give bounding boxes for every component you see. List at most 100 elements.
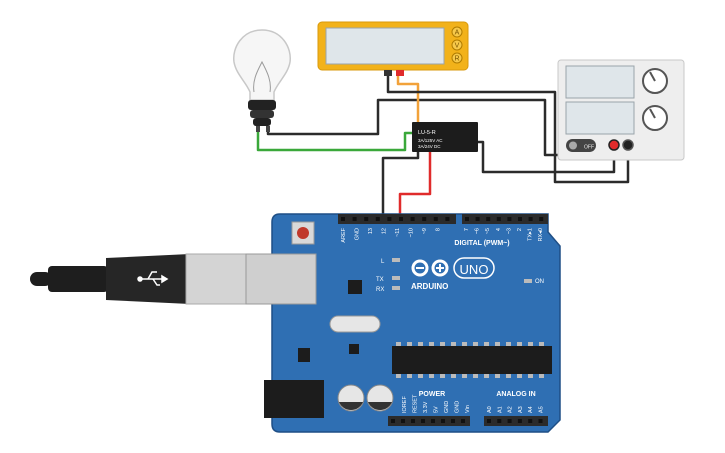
chip-pin [539, 374, 544, 378]
led-on [524, 279, 532, 283]
digital-label: DIGITAL (PWM~) [454, 240, 509, 247]
chip-pin [407, 342, 412, 346]
header-hole[interactable] [496, 217, 501, 221]
pin-label: GND [444, 401, 450, 413]
relay-rating-dc: 3A/24V DC [418, 144, 441, 149]
chip-pin [396, 342, 401, 346]
digital-header-left[interactable] [338, 214, 456, 224]
pin-label: Vin [465, 405, 471, 413]
chip-pin [418, 374, 423, 378]
chip-pin [396, 374, 401, 378]
header-hole[interactable] [433, 217, 438, 221]
dc-jack[interactable] [264, 380, 324, 418]
chip-pin [440, 374, 445, 378]
header-hole[interactable] [387, 217, 392, 221]
header-hole[interactable] [401, 419, 405, 423]
light-bulb-icon[interactable] [233, 29, 291, 132]
header-hole[interactable] [528, 217, 533, 221]
chip-pins [396, 342, 544, 378]
pin-label: GND [355, 228, 361, 240]
header-hole[interactable] [486, 217, 491, 221]
header-hole[interactable] [465, 217, 469, 221]
header-hole[interactable] [421, 419, 425, 423]
power-supply[interactable]: OFF [557, 59, 685, 161]
header-hole[interactable] [539, 217, 544, 221]
pin-label: GND [455, 401, 461, 413]
wire-meter-orange[interactable] [396, 70, 420, 124]
multimeter-button-v[interactable] [451, 39, 463, 51]
arduino-brand: ARDUINO [411, 282, 448, 291]
header-hole[interactable] [399, 217, 403, 221]
header-hole[interactable] [475, 217, 480, 221]
pin-label: IOREF [402, 396, 408, 413]
analog-label: ANALOG IN [496, 391, 535, 398]
chip-pin [451, 342, 456, 346]
terminal-positive[interactable] [608, 139, 620, 151]
pin-label: 12 [382, 228, 388, 234]
header-hole[interactable] [517, 419, 522, 423]
wire-relay-pin13[interactable] [398, 150, 432, 224]
wire-supply-red[interactable] [476, 140, 616, 174]
chip-pin [484, 342, 489, 346]
header-hole[interactable] [507, 217, 512, 221]
header-hole[interactable] [528, 419, 533, 423]
header-hole[interactable] [445, 217, 450, 221]
wire-meter-black[interactable] [386, 70, 630, 184]
header-hole[interactable] [441, 419, 445, 423]
relay-rating-ac: 3A/125V AC [418, 138, 443, 143]
analog-header[interactable] [484, 416, 548, 426]
pin-label: TX▸1 [528, 228, 534, 241]
usb-socket[interactable] [245, 253, 317, 305]
pin-label: A5 [539, 406, 545, 413]
led-l [392, 258, 400, 262]
wire-relay-gnd[interactable] [381, 148, 420, 224]
relay-model: LU-5-R [418, 130, 436, 136]
header-hole[interactable] [431, 419, 435, 423]
power-label: POWER [419, 391, 445, 398]
terminal-negative[interactable] [622, 139, 634, 151]
header-hole[interactable] [487, 419, 491, 423]
pin-label: 7 [464, 228, 470, 231]
header-hole[interactable] [375, 217, 380, 221]
header-hole[interactable] [422, 217, 427, 221]
header-hole[interactable] [352, 217, 357, 221]
pin-label: A1 [497, 406, 503, 413]
relay[interactable]: LU-5-R 3A/125V AC 3A/24V DC [412, 122, 478, 152]
header-hole[interactable] [461, 419, 465, 423]
multimeter-button-r[interactable] [451, 52, 463, 64]
chip-pin [473, 374, 478, 378]
header-hole[interactable] [507, 419, 512, 423]
header-hole[interactable] [411, 419, 415, 423]
multimeter[interactable]: AVR [317, 21, 469, 76]
multimeter-button-a[interactable] [451, 26, 463, 38]
header-hole[interactable] [410, 217, 415, 221]
chip-pin [473, 342, 478, 346]
multimeter-button-label: V [455, 43, 460, 50]
chip-pin [462, 342, 467, 346]
led-tx [392, 276, 400, 280]
header-hole[interactable] [391, 419, 395, 423]
digital-header-right[interactable] [462, 214, 548, 224]
header-hole[interactable] [538, 419, 543, 423]
pin-label: A2 [508, 406, 514, 413]
chip-pin [528, 374, 533, 378]
header-hole[interactable] [518, 217, 522, 221]
header-hole[interactable] [364, 217, 369, 221]
chip-pin [506, 374, 511, 378]
pin-label: RX◂0 [538, 228, 544, 241]
header-hole[interactable] [341, 217, 345, 221]
pin-label: 3.3V [423, 401, 429, 413]
header-hole[interactable] [497, 419, 502, 423]
pin-label: A4 [528, 406, 534, 413]
power-switch-label: OFF [584, 145, 594, 151]
chip-pin [506, 342, 511, 346]
wire-bulb-green[interactable] [256, 130, 420, 152]
pin-label: A0 [487, 406, 493, 413]
power-header[interactable] [388, 416, 470, 426]
header-hole[interactable] [451, 419, 455, 423]
